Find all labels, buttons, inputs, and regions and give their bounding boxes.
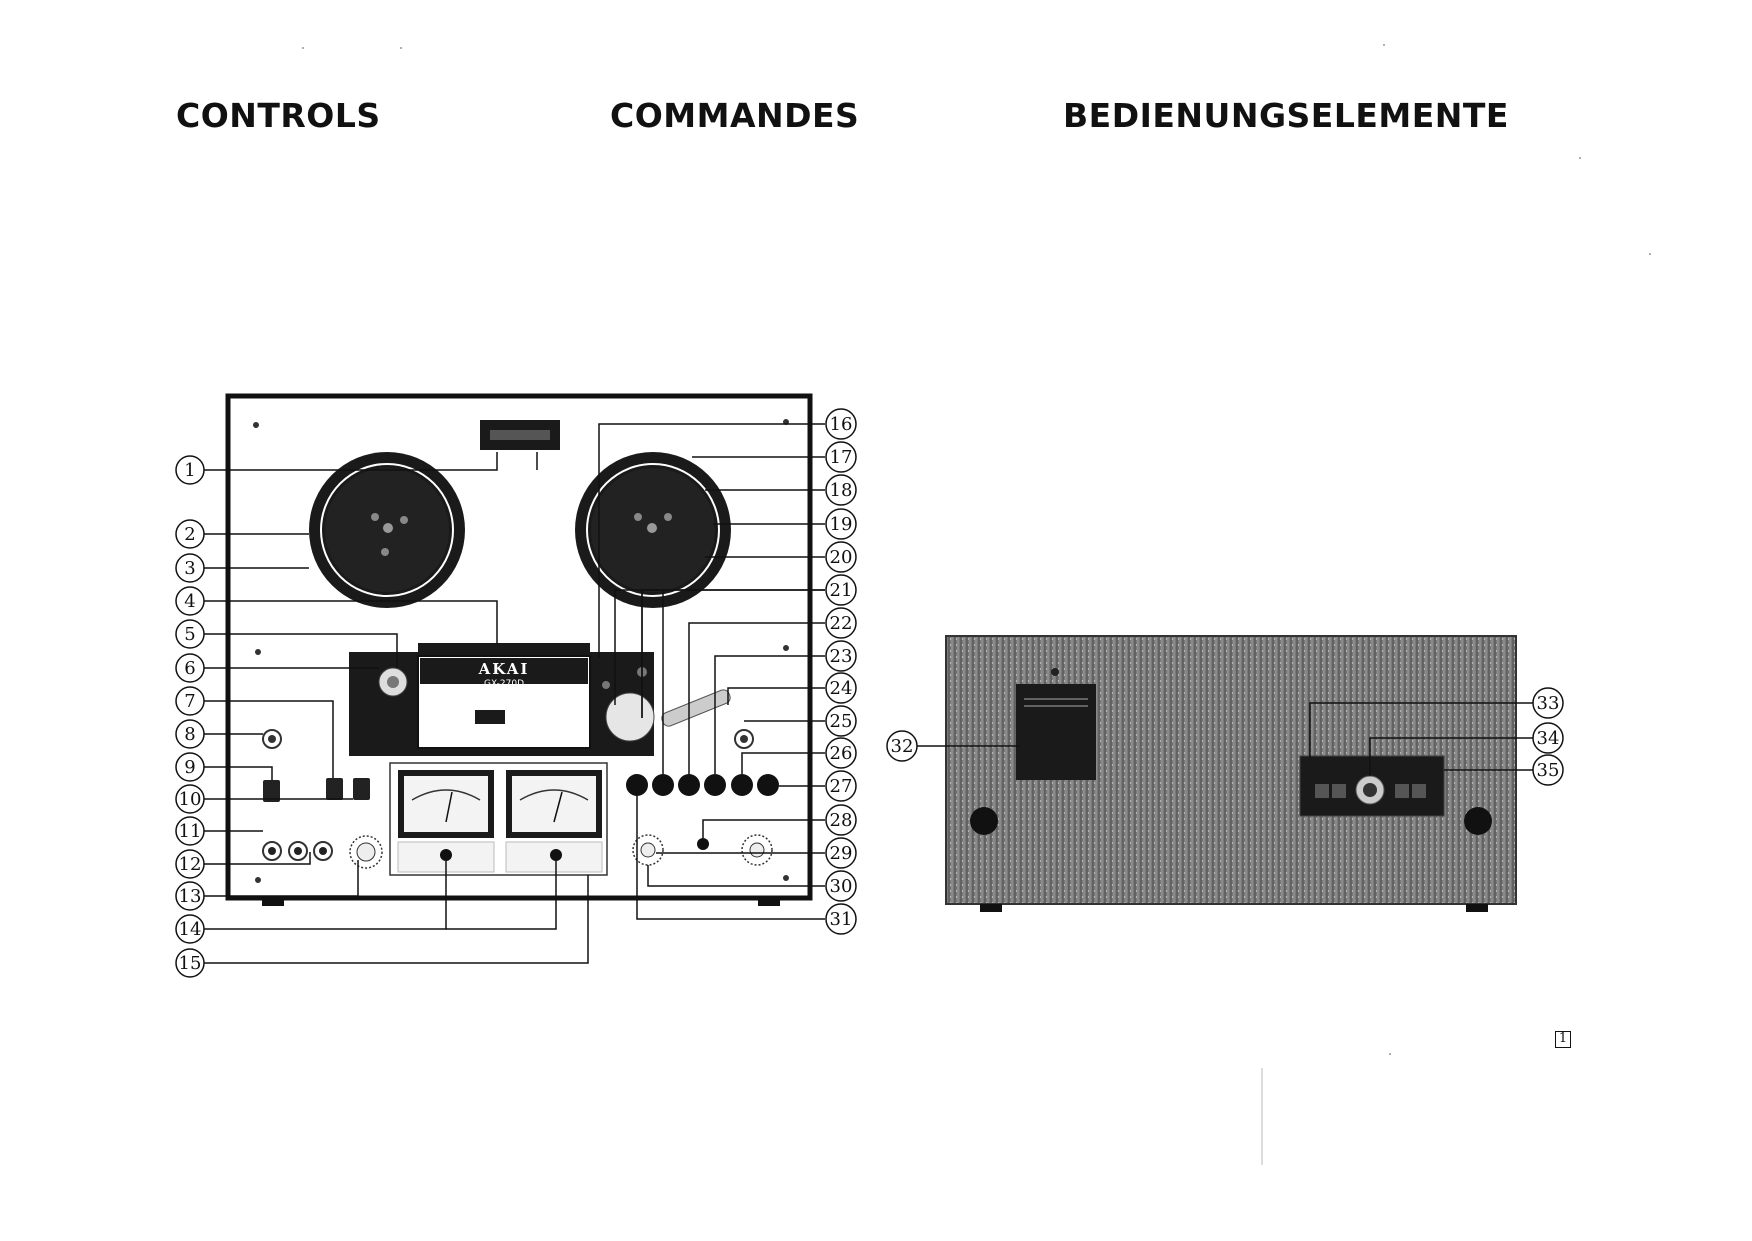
vu-meters	[390, 763, 607, 875]
svg-text:6: 6	[184, 658, 195, 679]
deck-model: GX-270D	[484, 679, 524, 689]
callout-17: 17	[826, 442, 856, 472]
svg-text:21: 21	[830, 580, 853, 601]
svg-text:7: 7	[184, 691, 195, 712]
callout-19: 19	[826, 509, 856, 539]
svg-text:35: 35	[1537, 760, 1560, 781]
page-number: 1	[1555, 1031, 1571, 1048]
svg-text:26: 26	[830, 743, 853, 764]
left-reel	[309, 452, 465, 608]
callout-25: 25	[826, 706, 856, 736]
svg-text:22: 22	[830, 613, 853, 634]
callout-12: 12	[176, 850, 204, 878]
svg-text:10: 10	[179, 789, 202, 810]
svg-text:16: 16	[830, 414, 853, 435]
callout-30: 30	[826, 871, 856, 901]
callout-8: 8	[176, 720, 204, 748]
callout-23: 23	[826, 641, 856, 671]
svg-text:24: 24	[830, 678, 853, 699]
callout-27: 27	[826, 771, 856, 801]
svg-text:14: 14	[179, 919, 202, 940]
svg-text:15: 15	[179, 953, 202, 974]
svg-text:5: 5	[184, 624, 195, 645]
svg-text:13: 13	[179, 886, 202, 907]
callout-9: 9	[176, 753, 204, 781]
callout-14: 14	[176, 915, 204, 943]
callout-2: 2	[176, 520, 204, 548]
svg-text:4: 4	[184, 591, 195, 612]
svg-text:19: 19	[830, 514, 853, 535]
callout-13: 13	[176, 882, 204, 910]
svg-text:29: 29	[830, 843, 853, 864]
callout-11: 11	[176, 817, 204, 845]
svg-text:12: 12	[179, 854, 202, 875]
svg-text:31: 31	[830, 909, 853, 930]
callout-22: 22	[826, 608, 856, 638]
svg-text:30: 30	[830, 876, 853, 897]
callout-3: 3	[176, 554, 204, 582]
head-block: AKAI GX-270D	[349, 643, 654, 756]
callout-26: 26	[826, 738, 856, 768]
callout-1: 1	[176, 456, 204, 484]
svg-text:23: 23	[830, 646, 853, 667]
svg-text:18: 18	[830, 480, 853, 501]
callout-15: 15	[176, 949, 204, 977]
svg-text:28: 28	[830, 810, 853, 831]
callout-28: 28	[826, 805, 856, 835]
callout-31: 31	[826, 904, 856, 934]
rear-panel	[946, 636, 1516, 912]
svg-text:32: 32	[891, 736, 914, 757]
callout-35: 35	[1533, 755, 1563, 785]
callout-6: 6	[176, 654, 204, 682]
callout-20: 20	[826, 542, 856, 572]
svg-text:3: 3	[184, 558, 195, 579]
callout-33: 33	[1533, 688, 1563, 718]
callout-10: 10	[176, 785, 204, 813]
callout-16: 16	[826, 409, 856, 439]
callout-32: 32	[887, 731, 917, 761]
deck-brand: AKAI	[478, 660, 530, 678]
svg-text:2: 2	[184, 524, 195, 545]
svg-text:20: 20	[830, 547, 853, 568]
callout-24: 24	[826, 673, 856, 703]
svg-text:34: 34	[1537, 728, 1560, 749]
svg-text:25: 25	[830, 711, 853, 732]
svg-text:1: 1	[184, 460, 195, 481]
callout-21: 21	[826, 575, 856, 605]
callout-7: 7	[176, 687, 204, 715]
callout-29: 29	[826, 838, 856, 868]
svg-text:17: 17	[830, 447, 853, 468]
svg-text:27: 27	[830, 776, 853, 797]
svg-text:33: 33	[1537, 693, 1560, 714]
callout-34: 34	[1533, 723, 1563, 753]
callout-5: 5	[176, 620, 204, 648]
svg-text:11: 11	[179, 821, 202, 842]
callout-4: 4	[176, 587, 204, 615]
callout-18: 18	[826, 475, 856, 505]
svg-text:8: 8	[184, 724, 195, 745]
svg-text:9: 9	[184, 757, 195, 778]
